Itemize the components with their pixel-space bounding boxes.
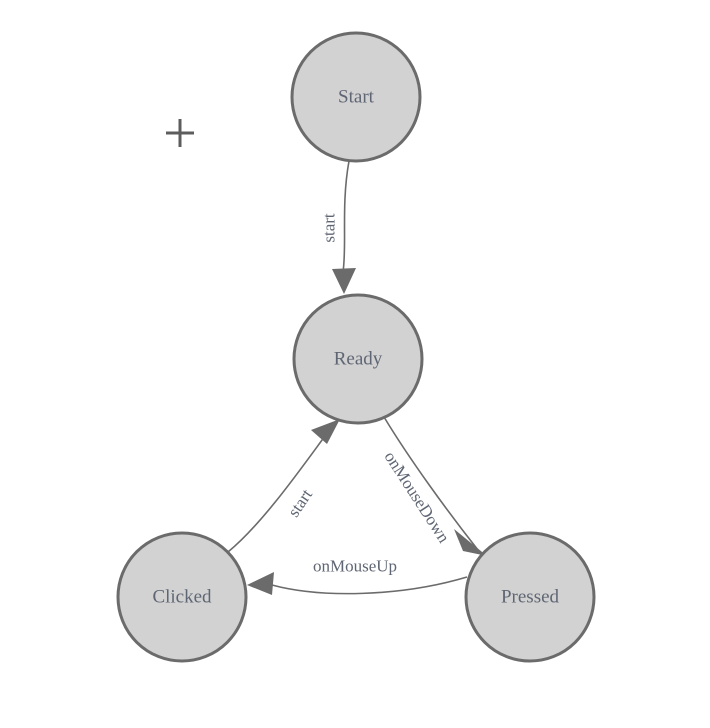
- node-start-label: Start: [338, 87, 375, 108]
- node-clicked[interactable]: Clicked: [116, 531, 248, 663]
- node-clicked-label: Clicked: [152, 587, 212, 608]
- node-pressed-label: Pressed: [501, 587, 560, 608]
- node-ready-label: Ready: [334, 349, 383, 370]
- node-ready-circle: [292, 293, 424, 425]
- node-pressed[interactable]: Pressed: [464, 531, 596, 663]
- edge-start-to-ready-arrowhead: [332, 268, 356, 294]
- node-pressed-circle: [464, 531, 596, 663]
- edge-label-clicked-to-ready: start: [284, 485, 316, 520]
- edge-ready-to-pressed[interactable]: onMouseDown: [380, 416, 487, 556]
- edge-label-pressed-to-clicked: onMouseUp: [313, 557, 397, 576]
- edge-clicked-to-ready-arrowhead: [311, 419, 340, 444]
- node-start[interactable]: Start: [290, 31, 422, 163]
- crosshair-marker[interactable]: [166, 119, 194, 147]
- edge-ready-to-pressed-arrowhead: [454, 529, 487, 556]
- edge-label-ready-to-pressed: onMouseDown: [380, 448, 453, 547]
- edge-start-to-ready[interactable]: start: [320, 160, 357, 294]
- edge-pressed-to-clicked-path: [271, 576, 468, 595]
- node-start-circle: [290, 31, 422, 163]
- edge-pressed-to-clicked-arrowhead: [247, 572, 274, 595]
- node-clicked-circle: [116, 531, 248, 663]
- node-ready[interactable]: Ready: [292, 293, 424, 425]
- edge-start-to-ready-path: [342, 160, 350, 273]
- edge-ready-to-pressed-path: [383, 416, 479, 551]
- edge-pressed-to-clicked[interactable]: onMouseUp: [247, 557, 468, 596]
- edge-label-start-to-ready: start: [320, 213, 339, 243]
- edge-clicked-to-ready-path: [227, 435, 326, 553]
- edge-clicked-to-ready[interactable]: start: [227, 419, 340, 553]
